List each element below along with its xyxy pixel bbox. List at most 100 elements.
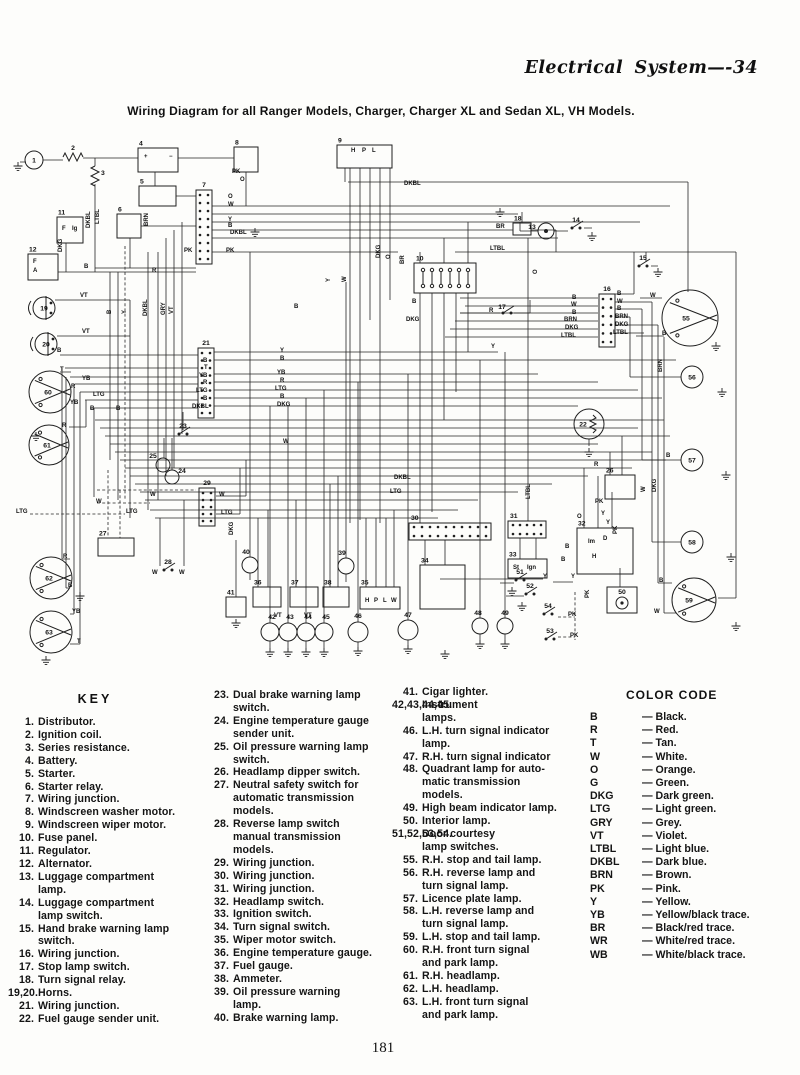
key-item-text: Ignition coil. [38,728,102,741]
key-item: 19,20.Horns. [8,987,198,1000]
component-24: 24 [164,468,186,485]
wire-label: B [84,264,89,270]
key-item-number: 26. [213,766,229,779]
component-34: 34 [419,558,466,610]
component-number: 24 [178,468,186,475]
component-number: 50 [618,589,626,596]
component-26: 26 [604,468,636,500]
key-item: 48.Quadrant lamp for auto-matic transmis… [392,763,592,802]
key-item-number: 25. [213,740,229,753]
component-23: 23 [177,423,191,436]
color-code-name: — Light blue. [642,843,710,856]
key-item-number: 61. [402,969,418,982]
key-item: 40.Brake warning lamp. [203,1012,391,1025]
component-58: 58 [680,530,704,554]
component-number: 8 [235,140,239,147]
wire-label: DKBL [86,211,92,228]
wire-label: W [179,570,185,576]
key-item-text: Wiper motor switch. [233,934,337,947]
wire-label: W [650,293,656,299]
wire-label: PK [570,633,579,639]
wire-label: DKBL [230,230,247,236]
component-13: 13 [528,222,555,240]
wire-label: LTBL [561,333,576,339]
component-number: 61 [43,443,51,450]
wire-label: W [150,492,156,498]
component-number: 37 [291,580,299,587]
component-39: 39 [337,550,355,575]
wire-label: LTBL [490,246,505,252]
color-code-row: BRN— Brown. [590,869,790,882]
key-heading: KEY [77,692,113,706]
wire-label: O [577,514,582,520]
component-number: 44 [304,614,312,621]
component-62: 62 [29,556,73,600]
wire-label: B [662,331,667,337]
key-item: 34.Turn signal switch. [203,921,391,934]
component-31: 31 [507,513,547,539]
wire-label: PK [613,525,619,534]
key-item-text: R.H. stop and tail lamp. [422,853,542,866]
wire-label: P [374,598,378,604]
key-item-number: 6. [24,780,34,793]
component-35: 35 [359,580,401,610]
component-number: 59 [685,598,693,605]
key-item-text: Fuel gauge sender unit. [38,1012,160,1025]
component-47: 47 [397,612,419,641]
component-number: 46 [354,613,362,620]
component-number: 34 [421,558,429,565]
component-number: 9 [338,138,342,145]
wire-label: Y [601,511,605,517]
wire-label: PK [226,248,235,254]
color-code-name: — Pink. [642,882,681,895]
color-code-abbr: BRN [590,869,613,882]
component-52: 52 [524,583,538,596]
component-28: 28 [162,559,176,572]
component-53: 53 [544,628,558,641]
key-item-number: 50. [402,815,418,828]
component-number: 10 [416,256,424,263]
wire-label: DKG [277,402,291,408]
key-item-text: Interior lamp. [422,815,491,828]
color-code-abbr: T [590,737,597,750]
key-item: 18.Turn signal relay. [8,974,198,987]
wire-label: PK [595,499,604,505]
component-number: 7 [202,182,206,189]
key-item-text: Fuse panel. [38,832,98,845]
wire-label: Y [606,520,610,526]
key-item: 1.Distributor. [8,716,198,729]
wire-label: PK [184,248,193,254]
component-63: 63 [29,610,73,654]
wire-label: BR [496,224,505,230]
component-61: 61 [28,424,70,466]
component-number: 14 [572,217,580,224]
wire-label: GRY [161,302,167,315]
color-code-row: PK— Pink. [590,883,790,896]
component-8: 8 [233,140,259,173]
component-number: 5 [140,179,144,186]
component-number: 26 [606,468,614,475]
wire-label: DKG [376,244,382,258]
color-code-name: — Black. [642,711,687,723]
wire-label: L [383,598,387,604]
component-50: 50 [606,586,638,614]
key-item-text: Headlamp dipper switch. [233,766,361,779]
key-item-text: Engine temperature gauge. [233,947,373,960]
wire-label: W [96,499,102,505]
key-item-number: 19,20. [8,987,39,1000]
key-item-text: High beam indicator lamp. [422,802,557,815]
key-item-number: 47. [402,750,418,763]
color-code-abbr: R [590,724,598,737]
wire-label: W [152,570,158,576]
wire-label: Y [326,278,332,282]
component-number: 29 [203,480,211,487]
key-item-number: 3. [24,741,34,754]
component-number: 27 [99,531,107,538]
